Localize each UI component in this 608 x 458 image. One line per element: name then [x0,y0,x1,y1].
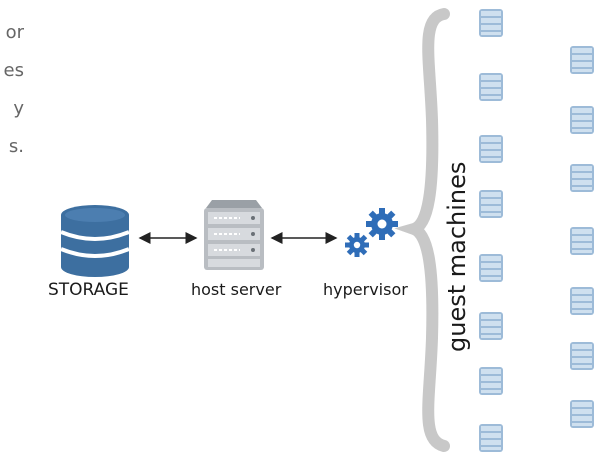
guest-machines-column-2 [570,46,594,428]
clipped-paragraph: or es y s. [0,0,24,166]
guest-machines-label: guest machines [443,162,471,352]
storage-label: STORAGE [48,280,129,300]
hypervisor-label: hypervisor [323,280,408,299]
clipped-line-3: y [13,98,24,119]
database-icon [60,205,130,277]
clipped-line-2: es [3,60,24,81]
server-icon [204,200,264,270]
brace-shape [394,8,450,452]
clipped-line-1: or [5,22,24,43]
gears-icon [345,208,398,257]
clipped-line-4: s. [8,136,24,157]
guest-machines-column-1 [479,9,503,452]
host-server-label: host server [191,280,282,299]
